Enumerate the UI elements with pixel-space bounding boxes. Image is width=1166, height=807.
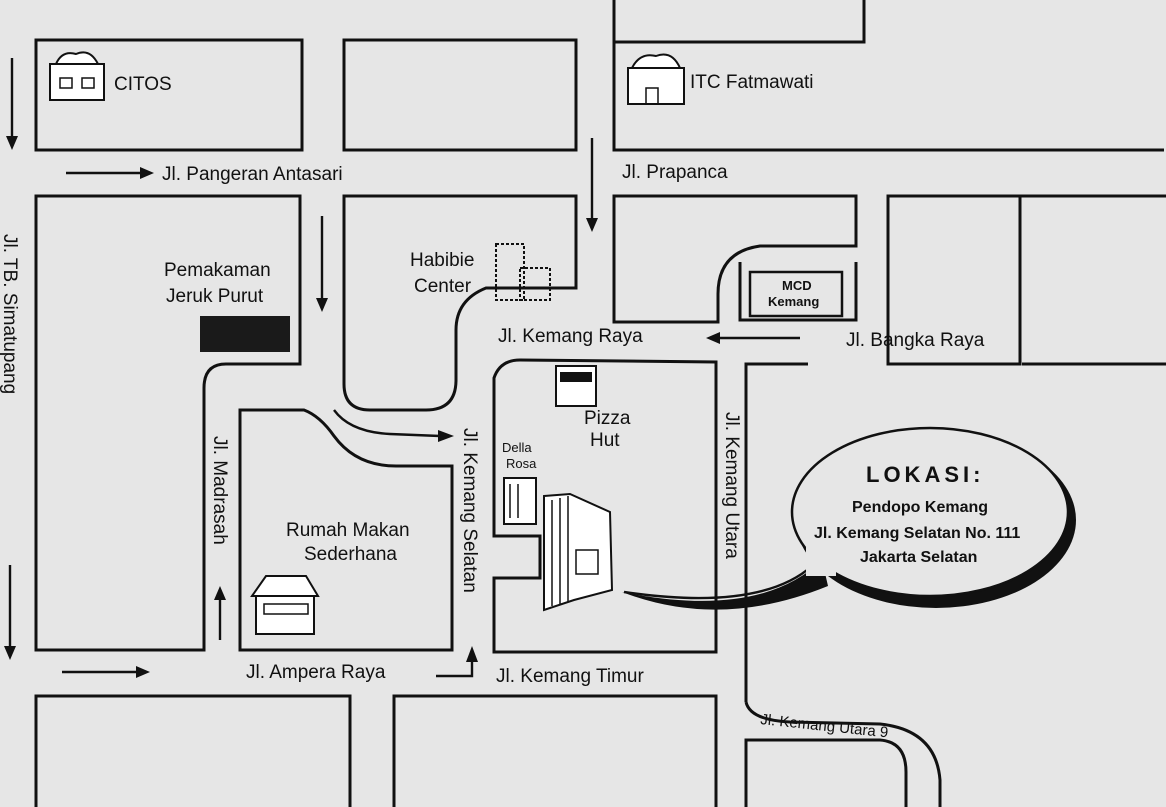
street-prapanca: Jl. Prapanca (622, 162, 728, 183)
block-citos (34, 38, 304, 152)
street-kemang-utara: Jl. Kemang Utara (721, 412, 742, 559)
street-kemang-raya: Jl. Kemang Raya (498, 326, 643, 347)
block-habibie (342, 194, 578, 412)
itc-building-icon (627, 53, 685, 105)
arrow-ampera (62, 666, 150, 678)
street-ampera-raya: Jl. Ampera Raya (246, 662, 386, 683)
road-kemang-utara-9-curve (744, 701, 942, 807)
label-pemakaman-2: Jeruk Purut (166, 286, 264, 307)
label-habibie-1: Habibie (410, 250, 474, 271)
pendopo-building-icon (543, 492, 614, 612)
block-pizza-hut (492, 358, 718, 654)
location-line-2: Jl. Kemang Selatan No. 111 (814, 525, 1020, 542)
block-bottom-left (34, 694, 352, 807)
label-citos: CITOS (114, 74, 172, 95)
block-east (744, 362, 808, 702)
label-della-1: Della (502, 440, 532, 455)
arrow-kemang-raya (706, 332, 800, 344)
block-mcd-area (738, 262, 858, 322)
arrow-madrasah-north (214, 586, 226, 640)
citos-building-icon (49, 51, 105, 101)
habibie-building-icon (495, 243, 551, 301)
location-line-1: Pendopo Kemang (852, 499, 988, 516)
label-mcd-2: Kemang (768, 294, 819, 309)
label-pizza-1: Pizza (584, 408, 631, 429)
street-madrasah: Jl. Madrasah (209, 436, 230, 545)
label-habibie-2: Center (414, 276, 472, 297)
label-pizza-2: Hut (590, 430, 620, 451)
label-itc: ITC Fatmawati (690, 72, 814, 93)
block-prapanca-right (612, 194, 858, 324)
block-top-middle (342, 38, 578, 152)
block-bangka-right (886, 194, 1022, 366)
arrow-prapanca-south (586, 138, 598, 232)
arrow-antasari (66, 167, 154, 179)
block-rumah-makan (238, 408, 454, 652)
street-kemang-selatan: Jl. Kemang Selatan (459, 428, 480, 593)
street-bangka-raya: Jl. Bangka Raya (846, 330, 985, 351)
arrow-simatupang-top (6, 58, 18, 150)
pizza-hut-icon (555, 365, 597, 407)
street-tb-simatupang: Jl. TB. Simatupang (0, 234, 20, 394)
block-bottom-middle (392, 694, 718, 807)
arrow-antasari-south (316, 216, 328, 312)
cemetery-marker (200, 316, 290, 352)
location-title: LOKASI: (866, 462, 984, 487)
street-kemang-timur: Jl. Kemang Timur (496, 666, 644, 687)
label-rumah-2: Sederhana (304, 544, 397, 565)
street-kemang-utara-9: Jl. Kemang Utara 9 (760, 711, 889, 741)
label-rumah-1: Rumah Makan (286, 520, 410, 541)
arrow-simatupang-bottom (4, 565, 16, 660)
label-pemakaman-1: Pemakaman (164, 260, 271, 281)
block-bottom-right (744, 738, 908, 807)
mcd-box (748, 270, 844, 318)
label-mcd-1: MCD (782, 278, 812, 293)
location-line-3: Jakarta Selatan (860, 549, 977, 566)
label-della-2: Rosa (506, 456, 537, 471)
location-bubble (622, 426, 1076, 610)
street-pangeran-antasari: Jl. Pangeran Antasari (162, 164, 343, 185)
della-rosa-icon (503, 477, 537, 525)
rumah-makan-building-icon (250, 575, 320, 635)
arrow-ampera-to-selatan (436, 646, 478, 678)
block-pemakaman (34, 194, 302, 652)
arrow-curve-to-kemang-selatan (333, 409, 454, 442)
